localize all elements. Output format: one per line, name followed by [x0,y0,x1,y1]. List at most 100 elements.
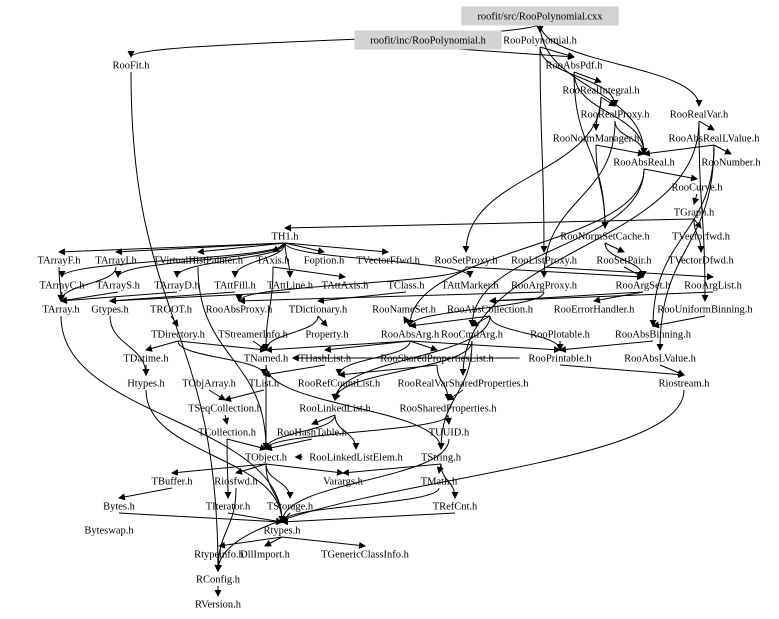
edge-rooabspdf-h-to-rooabsreal-h [573,71,648,155]
node-tstorage-h[interactable]: TStorage.h [267,502,314,513]
node-tseqcollection-h[interactable]: TSeqCollection.h [188,404,263,415]
node-tstreamerinfo-h[interactable]: TStreamerInfo.h [218,330,288,341]
node-rooabsproxy-h[interactable]: RooAbsProxy.h [206,305,273,316]
node-rooabsreallvalue-h[interactable]: RooAbsRealLValue.h [669,134,761,145]
node-foption-h[interactable]: Foption.h [304,256,345,267]
node-tmath-h[interactable]: TMath.h [421,477,458,488]
node-label: TArrayF.h [38,256,82,267]
node-tattfill-h[interactable]: TAttFill.h [214,281,256,292]
node-tdictionary-h[interactable]: TDictionary.h [289,305,348,316]
node-rooarglist-h[interactable]: RooArgList.h [684,281,743,292]
node-rooabsarg-h[interactable]: RooAbsArg.h [381,330,440,341]
edge-tgraph-h-to-tvectordfwd-h [693,218,705,253]
node-tarray-h[interactable]: TArray.h [42,305,80,316]
node-roopolynomial-h[interactable]: RooPolynomial.h [503,36,578,47]
node-gtypes-h[interactable]: Gtypes.h [91,305,129,316]
node-rooplotable-h[interactable]: RooPlotable.h [530,330,591,341]
node-roosetpair-h[interactable]: RooSetPair.h [596,256,652,267]
node-tarrayi-h[interactable]: TArrayI.h [95,256,137,267]
node-tvectorffwd-h[interactable]: TVectorFfwd.h [356,256,421,267]
node-roorealintegral-h[interactable]: RooRealIntegral.h [562,86,640,97]
node-tdatime-h[interactable]: TDatime.h [123,354,169,365]
node-rooprintable-h[interactable]: RooPrintable.h [528,354,592,365]
node-varargs-h[interactable]: Varargs.h [323,477,364,488]
node-roosharedproperties-h[interactable]: RooSharedProperties.h [399,404,497,415]
node-taxis-h[interactable]: TAxis.h [256,256,290,267]
node-roonameset-h[interactable]: RooNameSet.h [372,305,437,316]
node-roofit-src-roopolynomial-cxx[interactable]: roofit/src/RooPolynomial.cxx [461,6,619,26]
node-tuuid-h[interactable]: TUUID.h [429,428,470,439]
node-byteswap-h[interactable]: Byteswap.h [84,526,134,537]
node-roonormmanager-h[interactable]: RooNormManager.h [553,134,640,145]
node-roorealvarsharedproperties-h[interactable]: RooRealVarSharedProperties.h [398,379,530,390]
node-roorealvar-h[interactable]: RooRealVar.h [670,110,729,121]
node-trefcnt-h[interactable]: TRefCnt.h [433,502,478,513]
node-tobject-h[interactable]: TObject.h [245,453,288,464]
node-roorealproxy-h[interactable]: RooRealProxy.h [580,110,650,121]
node-tvirtualhistpainter-h[interactable]: TVirtualHistPainter.h [153,256,244,267]
node-roolistproxy-h[interactable]: RooListProxy.h [511,256,578,267]
node-riostream-h[interactable]: Riostream.h [658,379,710,390]
edge-roofit-src-roopolynomial-cxx-to-rooabsreal-h [539,22,648,155]
node-roorefcountlist-h[interactable]: RooRefCountList.h [298,379,381,390]
node-tattline-h[interactable]: TAttLine.h [267,281,314,292]
node-tarrayf-h[interactable]: TArrayF.h [38,256,82,267]
node-roolinkedlist-h[interactable]: RooLinkedList.h [299,404,371,415]
node-roonumber-h[interactable]: RooNumber.h [701,158,761,169]
node-roosharedpropertieslist-h[interactable]: RooSharedPropertiesList.h [380,354,494,365]
node-roocmdarg-h[interactable]: RooCmdArg.h [441,330,504,341]
node-thashlist-h[interactable]: THashList.h [299,354,352,365]
node-rooabsreal-h[interactable]: RooAbsReal.h [613,158,675,169]
node-rooabscollection-h[interactable]: RooAbsCollection.h [447,305,534,316]
node-tobjarray-h[interactable]: TObjArray.h [182,379,236,390]
node-label: TNamed.h [244,354,289,365]
node-roonormsetcache-h[interactable]: RooNormSetCache.h [560,232,650,243]
node-rtypes-h[interactable]: Rtypes.h [263,526,301,537]
node-tarrayd-h[interactable]: TArrayD.h [154,281,200,292]
node-tlist-h[interactable]: TList.h [249,379,280,390]
node-rooargproxy-h[interactable]: RooArgProxy.h [511,281,578,292]
node-roocurve-h[interactable]: RooCurve.h [671,183,723,194]
node-label: roofit/inc/RooPolynomial.h [370,36,487,47]
node-htypes-h[interactable]: Htypes.h [127,379,165,390]
node-property-h[interactable]: Property.h [305,330,349,341]
node-riosfwd-h[interactable]: Riosfwd.h [214,477,258,488]
node-tgraph-h[interactable]: TGraph.h [674,208,715,219]
node-tbuffer-h[interactable]: TBuffer.h [152,477,194,488]
node-roofit-inc-roopolynomial-h[interactable]: roofit/inc/RooPolynomial.h [354,30,502,50]
node-tstring-h[interactable]: TString.h [421,453,462,464]
node-th1-h[interactable]: TH1.h [271,232,299,243]
node-titerator-h[interactable]: TIterator.h [206,502,251,513]
node-troot-h[interactable]: TROOT.h [150,305,193,316]
node-rconfig-h[interactable]: RConfig.h [196,575,241,586]
node-tarrayc-h[interactable]: TArrayC.h [40,281,86,292]
node-tcollection-h[interactable]: TCollection.h [198,428,257,439]
node-tvectorfwd-h[interactable]: TVectorfwd.h [672,232,731,243]
node-roouniformbinning-h[interactable]: RooUniformBinning.h [657,305,753,316]
edge-rooargproxy-h-to-rooabsproxy-h [238,291,545,305]
node-tarrays-h[interactable]: TArrayS.h [96,281,141,292]
edge-tvirtualhistpainter-h-to-tobject-h [197,266,270,450]
node-tclass-h[interactable]: TClass.h [387,281,425,292]
node-tattmarker-h[interactable]: TAttMarker.h [441,281,499,292]
node-rversion-h[interactable]: RVersion.h [195,600,242,611]
node-tgenericclassinfo-h[interactable]: TGenericClassInfo.h [321,550,410,561]
node-bytes-h[interactable]: Bytes.h [103,502,136,513]
node-label: TCollection.h [198,428,257,439]
node-rooabsbinning-h[interactable]: RooAbsBinning.h [615,330,692,341]
node-dllimport-h[interactable]: DllImport.h [240,550,291,561]
edge-tobject-h-to-varargs-h [265,463,344,476]
node-tdirectory-h[interactable]: TDirectory.h [151,330,206,341]
node-tattaxis-h[interactable]: TAttAxis.h [322,281,369,292]
node-roosetproxy-h[interactable]: RooSetProxy.h [434,256,498,267]
node-rooabspdf-h[interactable]: RooAbsPdf.h [546,61,604,72]
node-roofit-h[interactable]: RooFit.h [112,61,150,72]
node-rtypeinfo-h[interactable]: Rtypeinfo.h [194,550,245,561]
node-tvectordfwd-h[interactable]: TVectorDfwd.h [668,256,734,267]
node-rooabslvalue-h[interactable]: RooAbsLValue.h [624,354,696,365]
node-rooargset-h[interactable]: RooArgSet.h [616,281,672,292]
node-tnamed-h[interactable]: TNamed.h [244,354,289,365]
node-roohashtable-h[interactable]: RooHashTable.h [277,428,348,439]
node-rooerrorhandler-h[interactable]: RooErrorHandler.h [554,305,636,316]
node-roolinkedlistelem-h[interactable]: RooLinkedListElem.h [309,453,403,464]
